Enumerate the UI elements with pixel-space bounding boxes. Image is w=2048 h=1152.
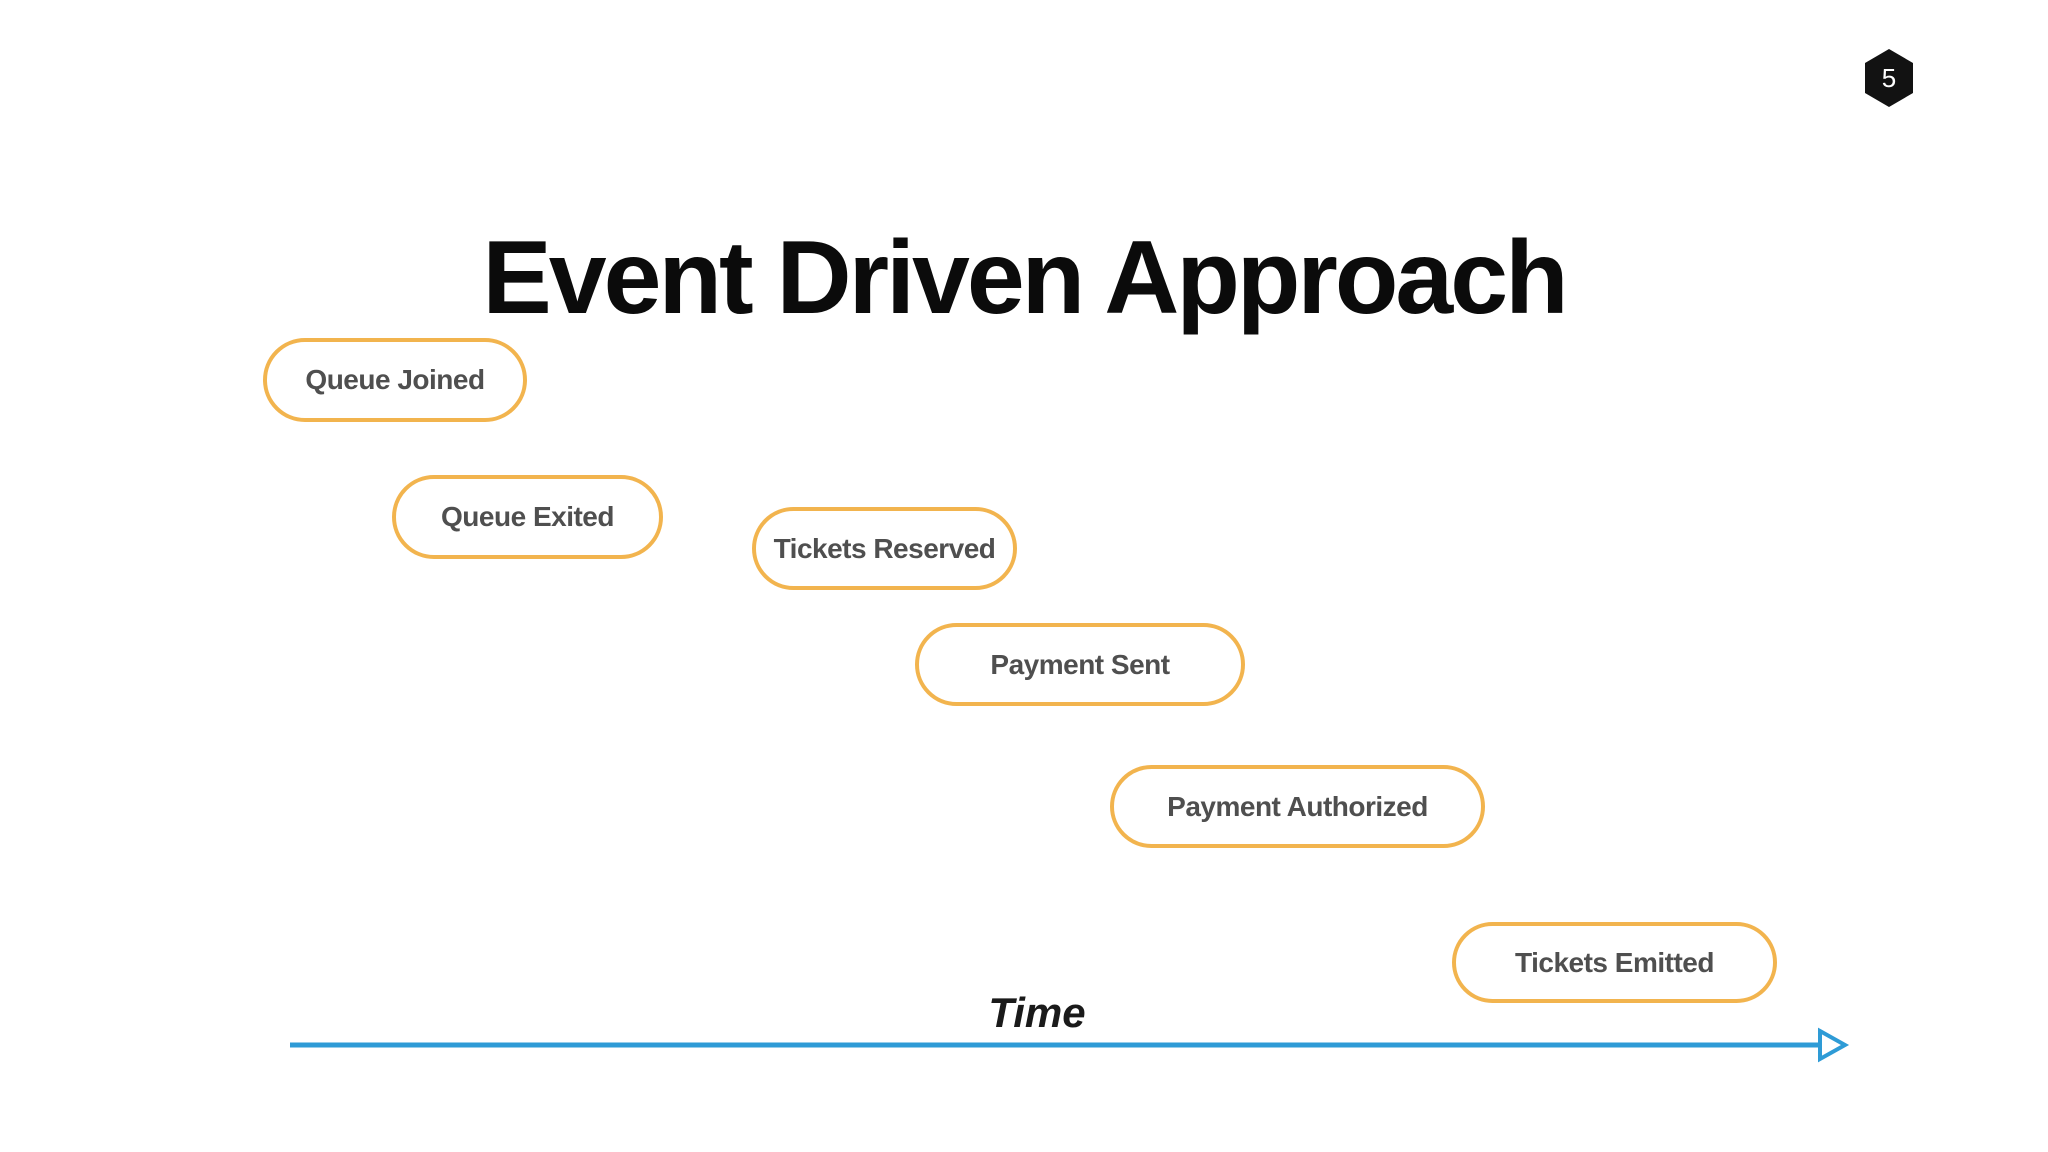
event-label: Payment Sent	[990, 648, 1170, 680]
time-axis-arrow-icon	[290, 1027, 1850, 1063]
event-label: Tickets Reserved	[773, 532, 996, 564]
event-label: Queue Exited	[441, 501, 614, 532]
event-pill-payment-authorized: Payment Authorized	[1110, 765, 1485, 848]
event-pill-payment-sent: Payment Sent	[915, 623, 1245, 706]
time-axis-label: Time	[988, 989, 1086, 1036]
event-label: Tickets Emitted	[1515, 946, 1714, 978]
hexagon-icon	[1865, 49, 1913, 107]
event-pill-tickets-emitted: Tickets Emitted	[1452, 922, 1777, 1003]
page-number-badge: 5	[1863, 48, 1915, 108]
event-pill-tickets-reserved: Tickets Reserved	[752, 507, 1017, 590]
event-pill-queue-joined: Queue Joined	[263, 338, 527, 422]
page-title: Event Driven Approach	[482, 219, 1568, 336]
event-label: Queue Joined	[305, 364, 485, 395]
event-pill-queue-exited: Queue Exited	[392, 475, 663, 559]
page-number: 5	[1881, 63, 1897, 93]
event-label: Payment Authorized	[1167, 790, 1428, 822]
